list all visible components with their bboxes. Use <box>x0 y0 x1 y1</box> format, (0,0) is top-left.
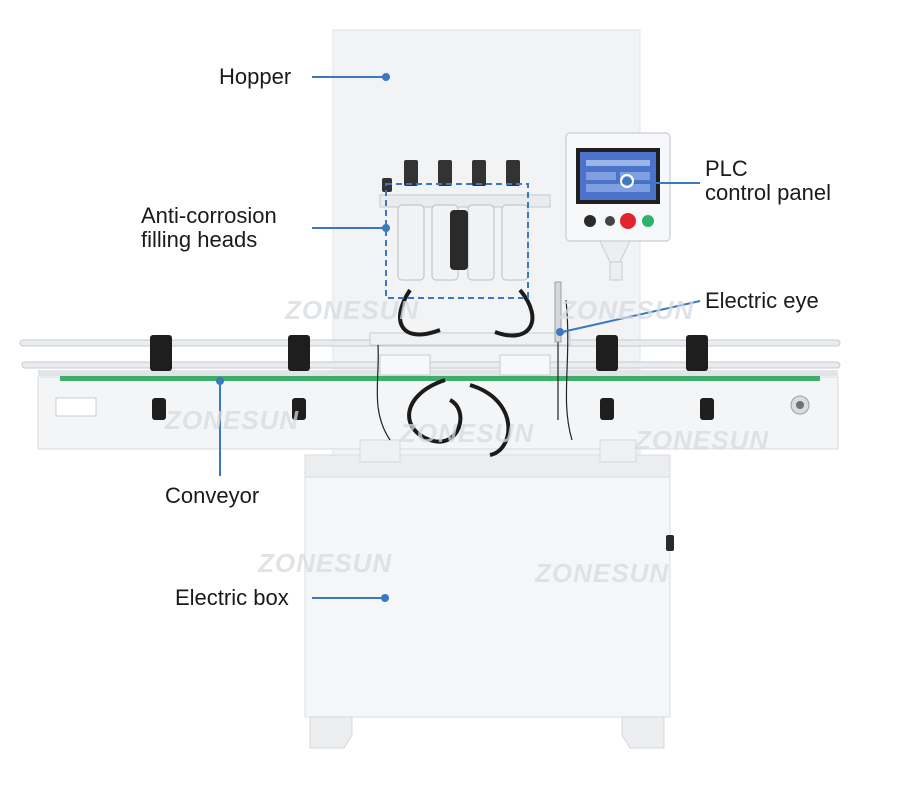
watermark: ZONESUN <box>258 548 393 578</box>
heads-label-line1: Anti-corrosion <box>141 203 277 228</box>
plc-label-line1: PLC <box>705 156 748 181</box>
watermark: ZONESUN <box>400 418 535 448</box>
conveyor-top-edge <box>38 370 838 376</box>
watermark: ZONESUN <box>635 425 770 455</box>
selector <box>605 216 615 226</box>
watermark: ZONESUN <box>535 558 670 588</box>
filling-head-mount <box>379 194 551 208</box>
hoses <box>398 288 535 457</box>
support-left <box>359 439 401 463</box>
cabinet-leg-right <box>621 716 665 749</box>
watermark: ZONESUN <box>165 405 300 435</box>
support-right <box>599 439 637 463</box>
start-button <box>642 215 654 227</box>
electric-eye-rod <box>554 281 562 343</box>
rail-clamps <box>150 335 714 420</box>
watermark: ZONESUN <box>560 295 695 325</box>
stop-button <box>620 213 636 229</box>
eye-callout-dot <box>556 328 564 336</box>
conveyor-label: Conveyor <box>165 483 260 508</box>
bottle-stop-left <box>379 354 431 376</box>
plc-callout-dot <box>620 174 634 188</box>
plc-label-line2: control panel <box>705 180 831 205</box>
heads-callout-dot <box>382 224 390 232</box>
electric-box-cabinet <box>304 454 671 718</box>
hopper-callout-dot <box>382 73 390 81</box>
filling-head-spring <box>450 210 468 270</box>
cabinet-knob <box>666 535 674 551</box>
filling-heads-highlight <box>385 183 529 299</box>
cabinet-leg-left <box>309 716 353 749</box>
nozzle-crossbar <box>369 332 571 346</box>
conveyor-belt <box>60 373 820 381</box>
box-callout-dot <box>381 594 389 602</box>
power-switch <box>584 215 596 227</box>
electric-eye-label: Electric eye <box>705 288 819 313</box>
guide-rail-lower <box>21 361 841 369</box>
filling-head-fittings <box>382 160 520 192</box>
bottle-stop-right <box>499 354 551 376</box>
electric-box-label: Electric box <box>175 585 289 610</box>
conveyor-callout-dot <box>216 377 224 385</box>
hopper-label: Hopper <box>219 64 292 89</box>
heads-label-line2: filling heads <box>141 227 258 252</box>
watermark: ZONESUN <box>285 295 420 325</box>
callout-lines <box>216 73 701 602</box>
conveyor-plate <box>55 397 97 417</box>
